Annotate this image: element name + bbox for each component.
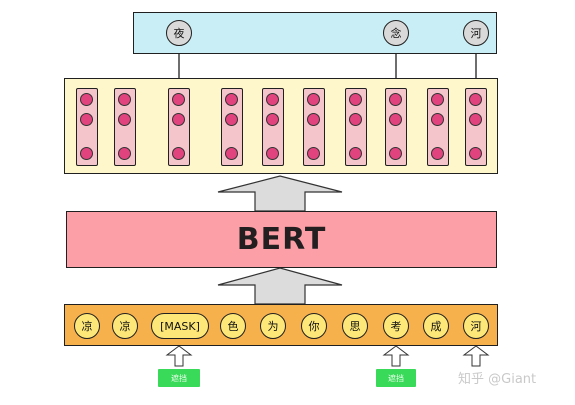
hidden-unit — [266, 93, 279, 106]
hidden-unit — [172, 147, 185, 160]
hidden-vector — [221, 88, 243, 166]
hidden-unit — [225, 113, 238, 126]
mask-tag-1: 遮挡 — [158, 369, 200, 387]
hidden-vector — [114, 88, 136, 166]
hidden-unit — [225, 93, 238, 106]
hidden-unit — [172, 113, 185, 126]
hidden-unit — [266, 113, 279, 126]
hidden-unit — [225, 147, 238, 160]
hidden-unit — [307, 113, 320, 126]
hidden-unit — [349, 113, 362, 126]
mask-arrow-3 — [462, 345, 490, 367]
hidden-unit — [80, 93, 93, 106]
hidden-vector — [262, 88, 284, 166]
mask-arrow-1 — [165, 345, 193, 367]
hidden-unit — [118, 147, 131, 160]
hidden-vector — [427, 88, 449, 166]
mask-arrow-2 — [382, 345, 410, 367]
input-token-8: 考 — [383, 313, 409, 339]
hidden-unit — [349, 147, 362, 160]
hidden-unit — [469, 147, 482, 160]
input-token-5: 为 — [260, 313, 286, 339]
hidden-vector — [345, 88, 367, 166]
input-token-9: 成 — [423, 313, 449, 339]
hidden-unit — [389, 93, 402, 106]
hidden-unit — [431, 113, 444, 126]
input-token-6: 你 — [301, 313, 327, 339]
input-token-4: 色 — [220, 313, 246, 339]
hidden-vector — [168, 88, 190, 166]
hidden-layer — [64, 78, 498, 174]
input-token-2: 凉 — [112, 313, 138, 339]
output-layer: 夜 念 河 — [133, 12, 497, 54]
hidden-unit — [307, 93, 320, 106]
hidden-unit — [469, 113, 482, 126]
hidden-unit — [389, 147, 402, 160]
input-token-10: 河 — [463, 313, 489, 339]
input-layer: 凉 凉 [MASK] 色 为 你 思 考 成 河 — [64, 304, 498, 346]
hidden-unit — [80, 113, 93, 126]
bert-to-hidden-arrow — [217, 175, 343, 212]
hidden-unit — [118, 93, 131, 106]
output-token-1: 夜 — [166, 20, 192, 46]
input-token-mask: [MASK] — [151, 313, 209, 339]
mask-tag-2: 遮挡 — [376, 369, 416, 387]
output-token-3: 河 — [463, 20, 489, 46]
hidden-unit — [172, 93, 185, 106]
hidden-vector — [303, 88, 325, 166]
hidden-vector — [76, 88, 98, 166]
hidden-unit — [431, 147, 444, 160]
hidden-unit — [389, 113, 402, 126]
bert-block: BERT — [66, 211, 497, 268]
watermark: 知乎 @Giant — [458, 372, 537, 387]
hidden-unit — [266, 147, 279, 160]
input-to-bert-arrow — [217, 267, 343, 305]
hidden-unit — [349, 93, 362, 106]
hidden-unit — [469, 93, 482, 106]
input-token-7: 思 — [342, 313, 368, 339]
hidden-vector — [385, 88, 407, 166]
hidden-unit — [80, 147, 93, 160]
input-token-1: 凉 — [74, 313, 100, 339]
hidden-unit — [431, 93, 444, 106]
output-token-2: 念 — [383, 20, 409, 46]
hidden-unit — [118, 113, 131, 126]
bert-label: BERT — [236, 222, 327, 257]
hidden-vector — [465, 88, 487, 166]
hidden-unit — [307, 147, 320, 160]
